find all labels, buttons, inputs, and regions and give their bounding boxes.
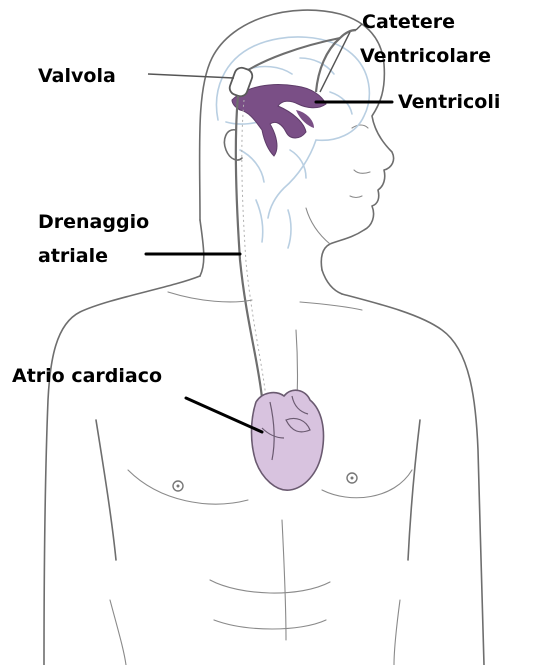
label-valve: Valvola: [38, 65, 116, 87]
label-atrium: Atrio cardiaco: [12, 365, 162, 387]
valve-leader: [148, 74, 234, 78]
label-catheter-line2: Ventricolare: [360, 45, 491, 67]
label-catheter-line1: Catetere: [362, 11, 455, 33]
heart: [252, 390, 324, 490]
label-drainage-line1: Drenaggio: [38, 211, 149, 233]
label-ventricles: Ventricoli: [398, 91, 500, 113]
label-drainage-line2: atriale: [38, 245, 108, 267]
ventricles-shape: [232, 85, 326, 156]
atrium-leader: [186, 398, 262, 432]
